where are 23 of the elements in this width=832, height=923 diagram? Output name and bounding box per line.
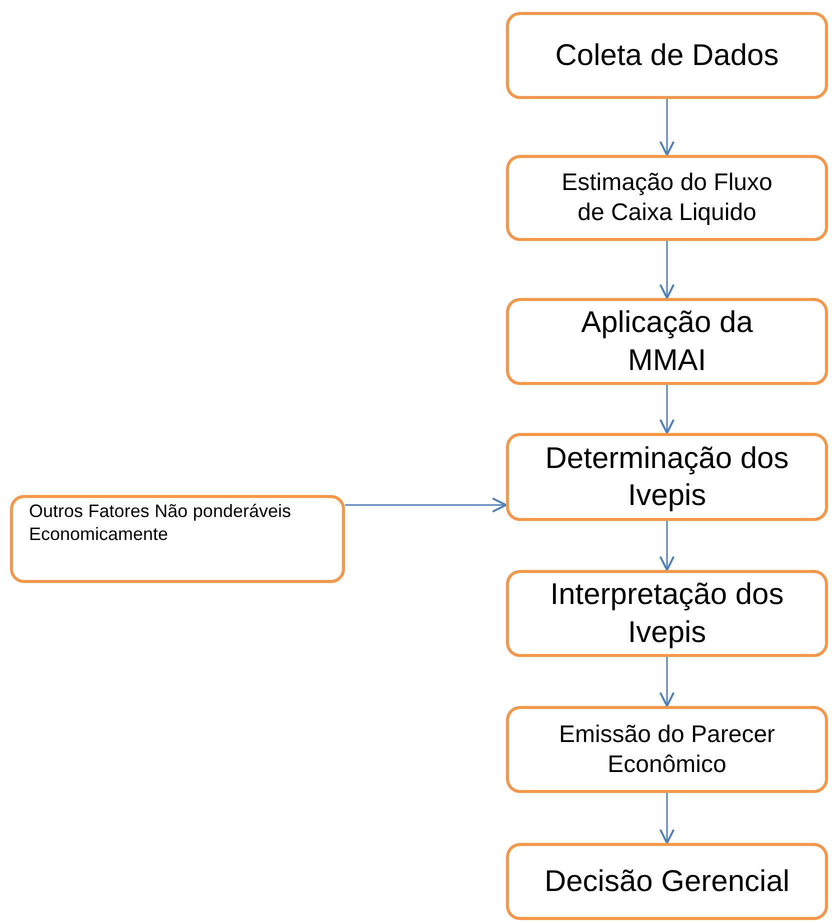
process-box [506,843,828,920]
arrow [659,657,675,707]
process-box [506,12,828,99]
process-box [506,570,828,657]
arrow [659,793,675,844]
arrow [659,241,675,299]
box-text: Emissão do Parecer Econômico [558,720,776,780]
process-box [506,433,828,521]
process-box [506,298,828,385]
arrow [659,99,675,156]
arrow [659,521,675,571]
box-text: Aplicação da MMAI [580,305,754,378]
process-box [10,495,345,583]
arrow [345,497,507,513]
box-text: Decisão Gerencial [544,864,790,900]
box-text: Interpretação dos Ivepis [549,577,785,650]
box-text: Estimação do Fluxo de Caixa Liquido [560,168,774,228]
arrow [659,385,675,434]
process-box [506,155,828,241]
box-text: Outros Fatores Não ponderáveis Economicamente [29,500,291,546]
process-box [506,706,828,793]
box-text: Coleta de Dados [555,38,779,74]
box-text: Determinação dos Ivepis [544,440,790,514]
